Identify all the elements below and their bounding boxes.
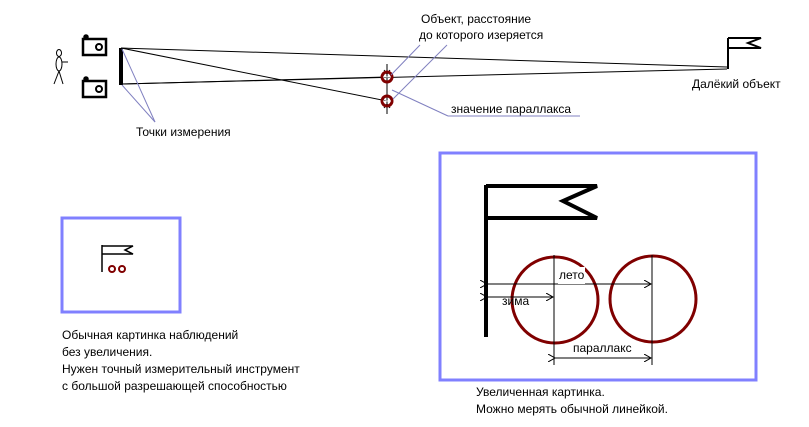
summer-label: лето	[558, 267, 586, 284]
pointer-lines	[121, 44, 580, 123]
small-flag-icon	[101, 245, 134, 272]
measure-points-label: Точки измерения	[136, 125, 231, 139]
winter-label: зима	[502, 294, 530, 308]
near-object-circles	[380, 70, 394, 108]
object-label-line1: Объект, расстояние	[421, 12, 532, 26]
camera-icon-top	[81, 34, 108, 57]
caption-line: с большой разрешающей способностью	[62, 379, 287, 393]
parallax-label: параллакс	[573, 341, 632, 355]
observer-icon	[53, 49, 68, 85]
sight-lines	[120, 47, 728, 114]
large-view-frame	[438, 151, 758, 382]
small-view-frame	[60, 216, 182, 314]
small-circles	[108, 265, 126, 273]
far-flag-icon	[727, 37, 762, 69]
caption-line: без увеличения.	[62, 345, 153, 359]
large-caption: Увеличенная картинка. Можно мерять обычн…	[476, 384, 668, 418]
caption-line: Нужен точный измерительный инструмент	[62, 362, 300, 376]
camera-icon-bottom	[81, 76, 108, 99]
large-circles	[510, 254, 698, 345]
object-label-line2: до которого изеряется	[419, 28, 544, 42]
far-object-label: Далёкий объект	[692, 77, 781, 91]
caption-line: Обычная картинка наблюдений	[62, 328, 239, 342]
caption-line: Увеличенная картинка.	[476, 385, 605, 399]
parallax-value-label: значение параллакса	[451, 102, 572, 116]
measurement-lines	[487, 255, 653, 365]
large-flag-icon	[484, 184, 598, 337]
caption-line: Можно мерять обычной линейкой.	[476, 402, 668, 416]
small-caption: Обычная картинка наблюдений без увеличен…	[62, 327, 300, 395]
